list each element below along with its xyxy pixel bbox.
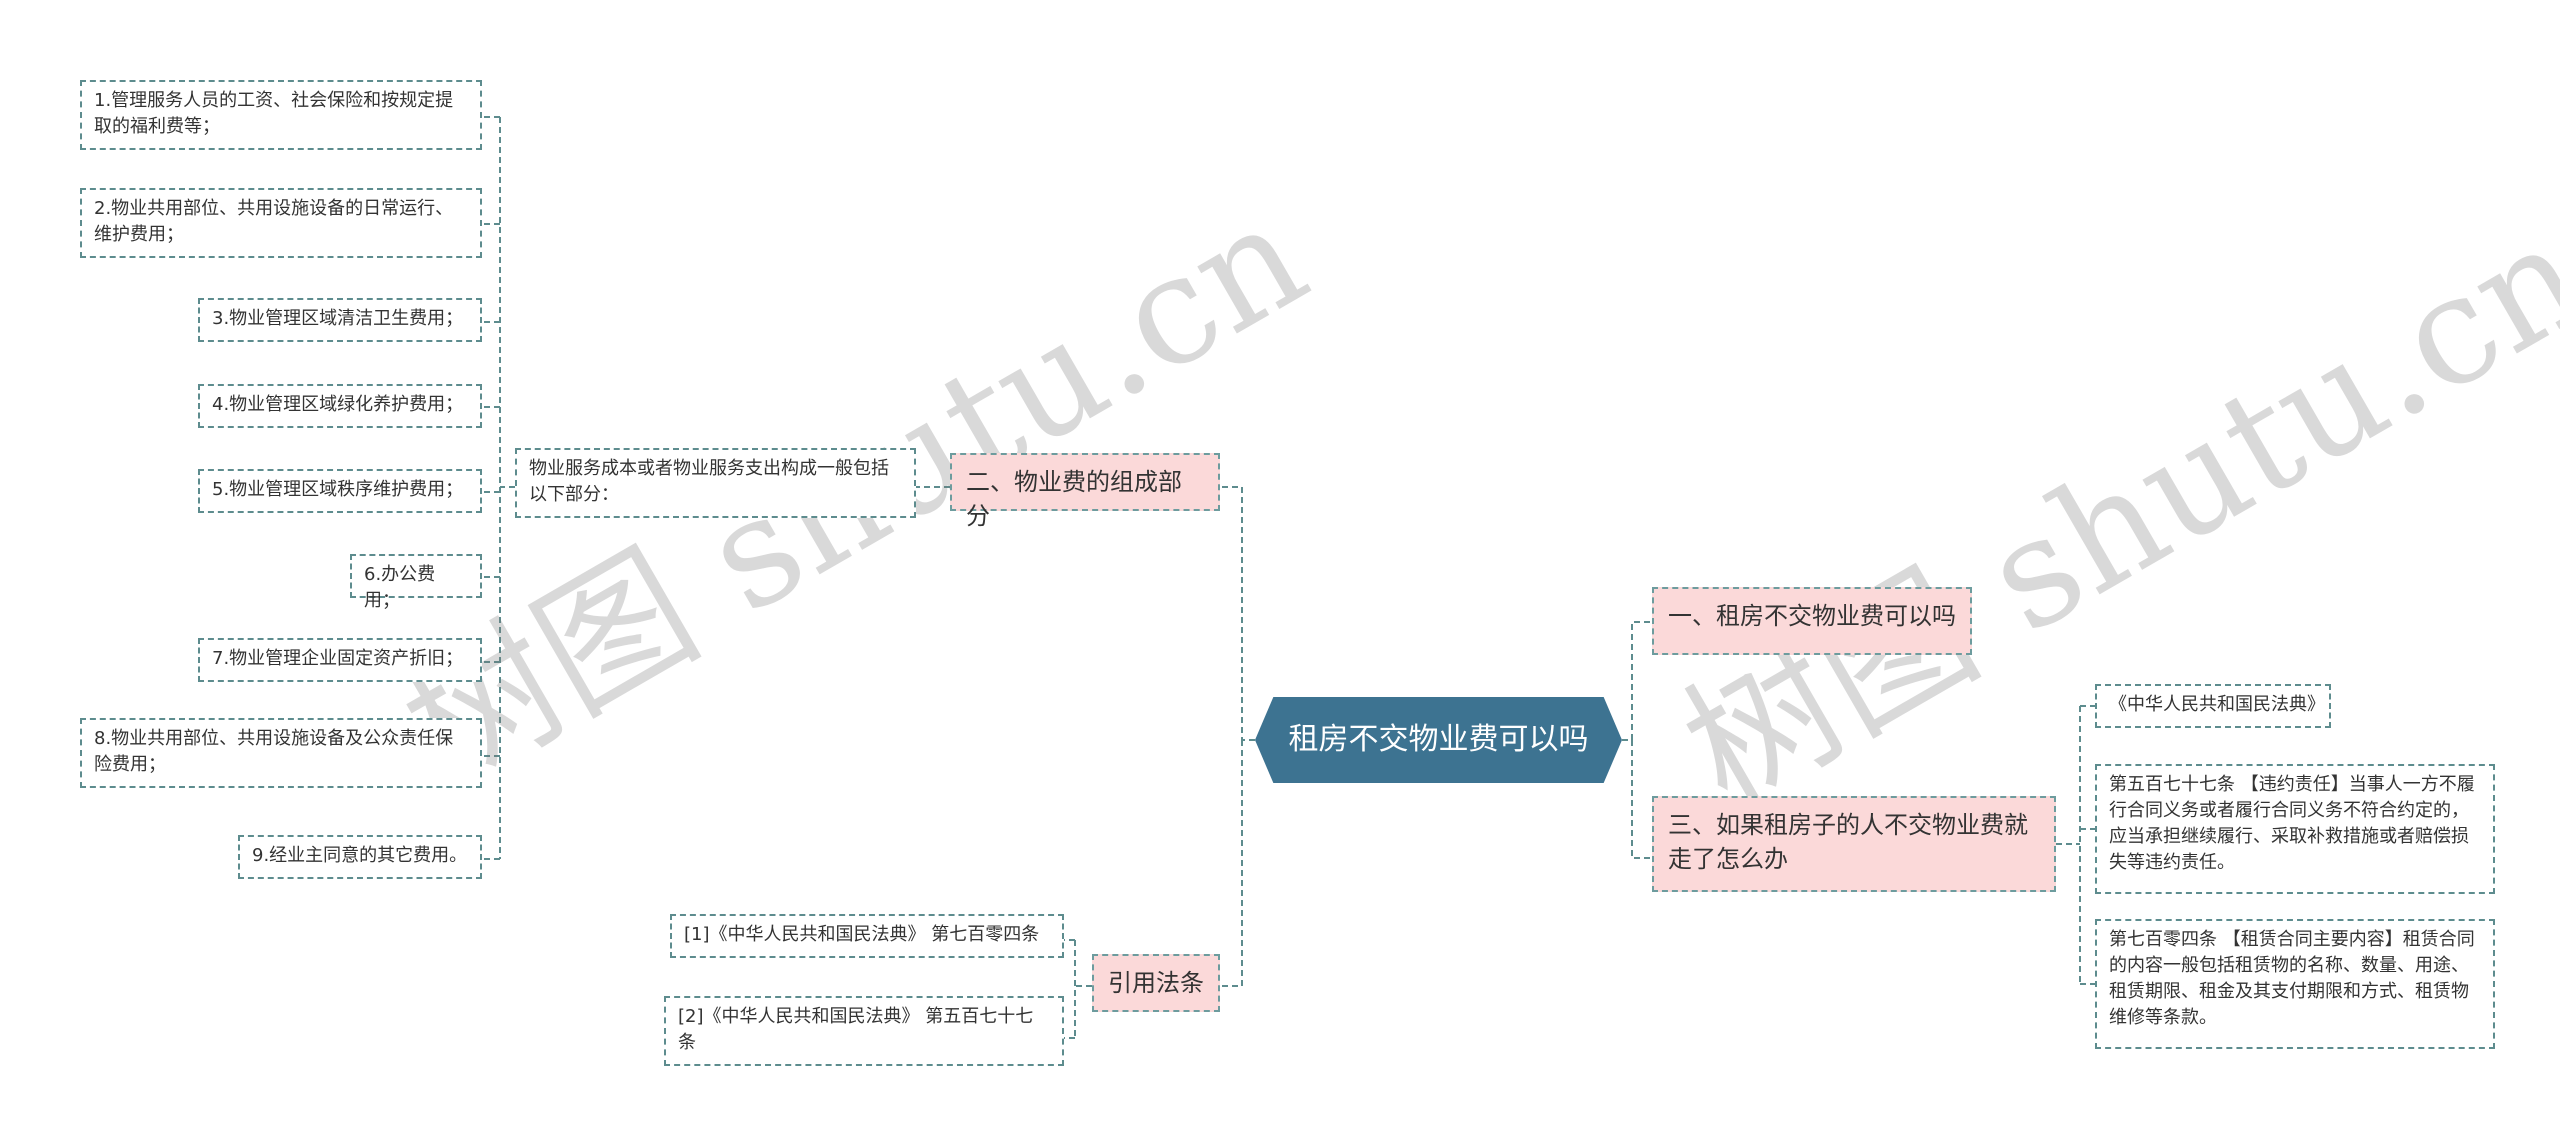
cost-item[interactable]: 2.物业共用部位、共用设施设备的日常运行、维护费用； <box>80 188 482 258</box>
citation-item[interactable]: [2]《中华人民共和国民法典》 第五百七十七条 <box>664 996 1064 1066</box>
cost-item[interactable]: 5.物业管理区域秩序维护费用； <box>198 469 482 513</box>
law-article-577[interactable]: 第五百七十七条 【违约责任】当事人一方不履行合同义务或者履行合同义务不符合约定的… <box>2095 764 2495 894</box>
cost-item[interactable]: 3.物业管理区域清洁卫生费用； <box>198 298 482 342</box>
cost-item[interactable]: 7.物业管理企业固定资产折旧； <box>198 638 482 682</box>
law-article-704[interactable]: 第七百零四条 【租赁合同主要内容】租赁合同的内容一般包括租赁物的名称、数量、用途… <box>2095 919 2495 1049</box>
cost-intro[interactable]: 物业服务成本或者物业服务支出构成一般包括以下部分： <box>515 448 916 518</box>
root-topic[interactable]: 租房不交物业费可以吗 <box>1255 697 1622 783</box>
branch-1[interactable]: 一、租房不交物业费可以吗 <box>1652 587 1972 655</box>
branch-4[interactable]: 引用法条 <box>1092 954 1220 1012</box>
law-title[interactable]: 《中华人民共和国民法典》 <box>2095 684 2331 728</box>
branch-3[interactable]: 三、如果租房子的人不交物业费就走了怎么办 <box>1652 796 2056 892</box>
root-topic-label: 租房不交物业费可以吗 <box>1288 722 1589 757</box>
branch-2[interactable]: 二、物业费的组成部分 <box>950 453 1220 530</box>
cost-item[interactable]: 9.经业主同意的其它费用。 <box>238 835 482 879</box>
cost-item[interactable]: 4.物业管理区域绿化养护费用； <box>198 384 482 428</box>
cost-item[interactable]: 8.物业共用部位、共用设施设备及公众责任保险费用； <box>80 718 482 788</box>
citation-item[interactable]: [1]《中华人民共和国民法典》 第七百零四条 <box>670 914 1064 958</box>
cost-item[interactable]: 6.办公费用； <box>350 554 482 611</box>
cost-item[interactable]: 1.管理服务人员的工资、社会保险和按规定提取的福利费等； <box>80 80 482 150</box>
